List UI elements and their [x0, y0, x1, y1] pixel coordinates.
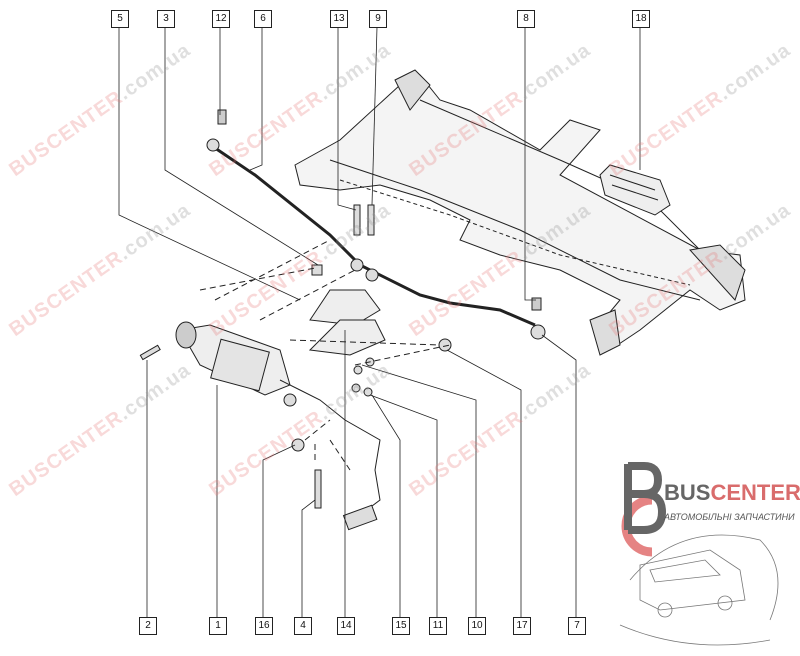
callout-number: 14 — [337, 617, 355, 635]
tie-rod — [206, 109, 546, 340]
callout-number: 12 — [212, 10, 230, 28]
callout-number: 17 — [513, 617, 531, 635]
callout-number: 6 — [254, 10, 272, 28]
callout-number: 3 — [157, 10, 175, 28]
callout-number: 11 — [429, 617, 447, 635]
callout-number: 8 — [517, 10, 535, 28]
bracket-part-18 — [599, 164, 671, 216]
callout-number: 10 — [468, 617, 486, 635]
leader-lines — [118, 26, 641, 617]
callout-number: 7 — [568, 617, 586, 635]
bolts — [139, 204, 452, 509]
callout-number: 18 — [632, 10, 650, 28]
rear-subframe — [294, 69, 746, 356]
callout-number: 5 — [111, 10, 129, 28]
callout-number: 2 — [139, 617, 157, 635]
logo-brand: BUSCENTER — [664, 480, 800, 505]
actuator-motor — [175, 321, 381, 531]
callout-number: 4 — [294, 617, 312, 635]
logo-bc-emblem-icon — [621, 462, 667, 557]
callout-number: 15 — [392, 617, 410, 635]
callout-number: 13 — [330, 10, 348, 28]
assembly-lines — [199, 239, 451, 471]
mounting-brackets — [308, 289, 386, 356]
callout-number: 1 — [209, 617, 227, 635]
logo-subtitle: АВТОМОБІЛЬНІ ЗАПЧАСТИНИ — [664, 512, 795, 522]
van-sketch-icon — [619, 534, 779, 646]
callout-number: 9 — [369, 10, 387, 28]
callout-number: 16 — [255, 617, 273, 635]
buscenter-logo: BUSCENTER АВТОМОБІЛЬНІ ЗАПЧАСТИНИ — [600, 460, 800, 650]
